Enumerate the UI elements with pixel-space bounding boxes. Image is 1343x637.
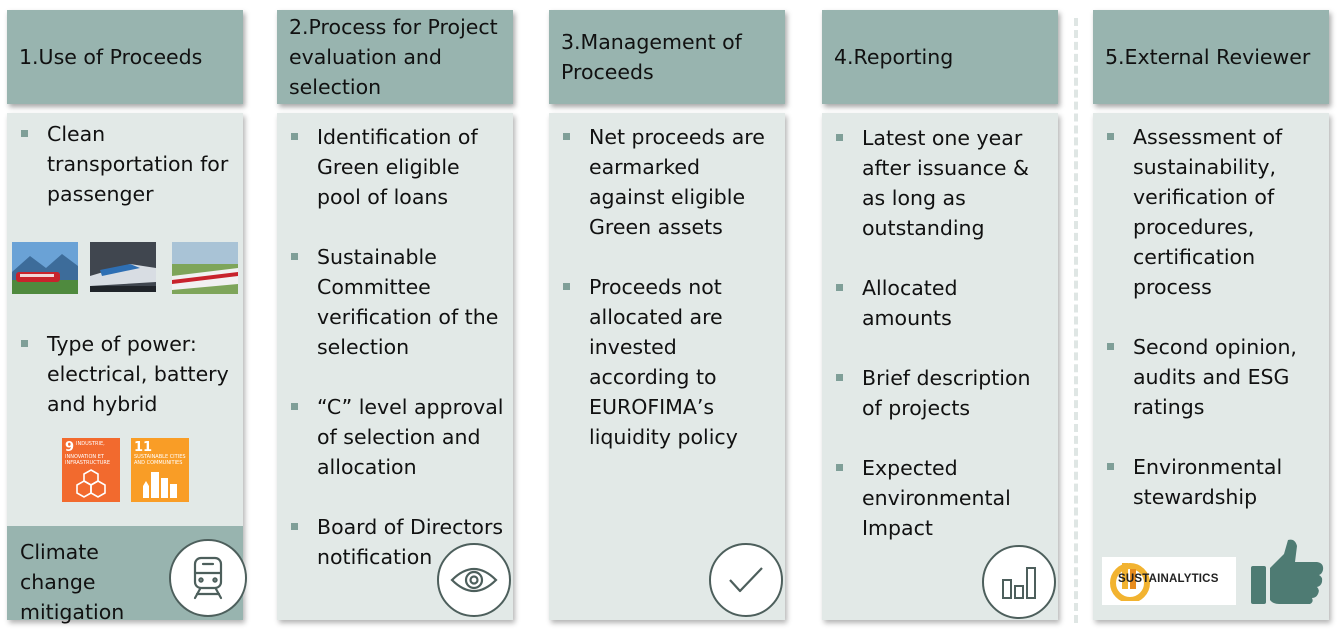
- climate-text: Climate change mitigation: [20, 540, 125, 624]
- train-icon-circle: [169, 539, 247, 617]
- cubes-icon: [76, 469, 106, 498]
- column-title: 3.Management of Proceeds: [561, 30, 742, 84]
- list-item: Type of power: electrical, battery and h…: [7, 329, 243, 419]
- list-item: “C” level approval of selection and allo…: [277, 392, 513, 482]
- column-title: 1.Use of Proceeds: [19, 45, 203, 69]
- column-body: Assessment of sustainability, verificati…: [1093, 113, 1329, 620]
- thumbs-up-icon: [1251, 539, 1324, 604]
- list-item: Clean transportation for passenger: [7, 119, 243, 209]
- column-title: 4.Reporting: [834, 45, 954, 69]
- list-item: Identification of Green eligible pool of…: [277, 122, 513, 212]
- list-item: Second opinion, audits and ESG ratings: [1093, 332, 1329, 422]
- train-photo-1: [12, 242, 78, 294]
- column-header: 4.Reporting: [822, 10, 1058, 104]
- column-body: Identification of Green eligible pool of…: [277, 113, 513, 620]
- list-item: Brief description of projects: [822, 363, 1058, 423]
- column-body: Clean transportation for passenger Type …: [7, 113, 247, 624]
- list-item: Expected environmental Impact: [822, 453, 1058, 543]
- column-body: Net proceeds are earmarked against eligi…: [549, 113, 785, 620]
- list-item: Proceeds not allocated are invested acco…: [549, 272, 785, 452]
- column-header: 3.Management of Proceeds: [549, 10, 785, 104]
- column-header: 1.Use of Proceeds: [7, 10, 243, 104]
- list-item: Latest one year after issuance & as long…: [822, 123, 1058, 243]
- eye-icon: [450, 567, 498, 593]
- city-icon: [143, 472, 177, 498]
- train-photo-3: [172, 242, 238, 294]
- list-item: Sustainable Committee verification of th…: [277, 242, 513, 362]
- list-item: Allocated amounts: [822, 273, 1058, 333]
- sdg-11-badge: 11SUSTAINABLE CITIES AND COMMUNITIES: [131, 438, 189, 502]
- column-header: 5.External Reviewer: [1093, 10, 1329, 104]
- column-divider: [1074, 18, 1078, 623]
- list-item: Board of Directors notification: [277, 512, 513, 572]
- train-photo-2: [90, 242, 156, 292]
- train-icon: [193, 556, 223, 600]
- sustainalytics-logo: SUSTAINALYTICS: [1102, 557, 1236, 605]
- eye-icon-circle: [437, 543, 511, 617]
- climate-badge: Climate change mitigation: [7, 526, 247, 624]
- checkmark-icon: [729, 567, 763, 593]
- column-body: Latest one year after issuance & as long…: [822, 113, 1058, 620]
- list-item: Net proceeds are earmarked against eligi…: [549, 122, 785, 242]
- bar-chart-icon: [1002, 567, 1036, 599]
- bar-chart-icon-circle: [982, 545, 1056, 619]
- column-title: 5.External Reviewer: [1105, 45, 1311, 69]
- list-item: Environmental stewardship: [1093, 452, 1329, 512]
- sustainalytics-wordmark: SUSTAINALYTICS: [1118, 573, 1219, 585]
- column-header: 2.Process for Project evaluation and sel…: [277, 10, 513, 104]
- sustainalytics-mark-icon: [1110, 563, 1150, 601]
- list-item: Assessment of sustainability, verificati…: [1093, 122, 1329, 302]
- checkmark-icon-circle: [709, 543, 783, 617]
- column-title: 2.Process for Project evaluation and sel…: [289, 15, 498, 99]
